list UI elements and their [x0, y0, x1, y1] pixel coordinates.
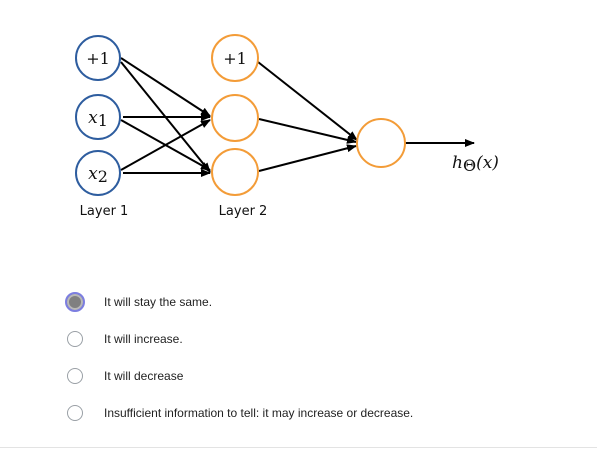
answer-option-label: It will stay the same.: [104, 295, 213, 310]
layer1-label: Layer 1: [80, 204, 129, 219]
hidden-node-2: [211, 148, 259, 196]
input-node-x2-circle: [75, 150, 121, 196]
input-node-x2-label: x2: [88, 164, 108, 186]
answer-options: It will stay the same. It will increase.…: [62, 284, 582, 431]
answer-option-label: It will increase.: [104, 332, 183, 347]
hidden-node-bias: +1: [211, 34, 259, 82]
input-node-x1: x1: [75, 94, 121, 140]
output-label-h: h: [452, 153, 463, 173]
input-node-x1-label: x1: [88, 108, 108, 130]
divider: [0, 447, 597, 448]
input-node-bias: +1: [75, 35, 121, 81]
input-node-x2-sub: 2: [98, 167, 108, 186]
edges-layer1-to-layer2: [120, 57, 211, 177]
radio-button-selected[interactable]: [65, 292, 85, 313]
edge-hidden1-to-output: [258, 118, 357, 144]
hidden-node-bias-label: +1: [223, 49, 247, 68]
answer-option-label: Insufficient information to tell: it may…: [104, 405, 414, 420]
edge-bias1-to-hidden1: [120, 57, 211, 117]
edges-layer2-to-output: [257, 61, 475, 172]
output-node: [356, 118, 406, 168]
edge-x2-to-hidden1: [120, 119, 211, 171]
input-node-bias-label: +1: [86, 49, 110, 68]
input-node-x2-var: x: [88, 164, 98, 184]
input-node-x1-sub: 1: [98, 111, 108, 130]
layer1-nodes: +1 x1 x2 Layer 1: [75, 35, 129, 219]
edge-hidden2-to-output: [258, 144, 357, 172]
edge-bias2-to-output: [257, 61, 358, 141]
answer-option-insufficient-info[interactable]: Insufficient information to tell: it may…: [62, 394, 582, 431]
answer-option-label: It will decrease: [104, 368, 184, 383]
answer-option-decrease[interactable]: It will decrease: [62, 358, 582, 395]
input-node-bias-circle: [75, 35, 121, 81]
answer-option-stay-same[interactable]: It will stay the same.: [62, 284, 582, 321]
radio-button[interactable]: [67, 404, 83, 421]
input-node-x1-circle: [75, 94, 121, 140]
hidden-node-1: [211, 94, 259, 142]
answer-option-increase[interactable]: It will increase.: [62, 321, 582, 358]
output-label-theta: Θ: [463, 156, 476, 175]
input-node-x1-var: x: [88, 108, 98, 128]
output-node-group: hΘ(x): [356, 118, 499, 175]
layer2-label: Layer 2: [219, 204, 268, 219]
radio-button[interactable]: [67, 331, 83, 348]
radio-button[interactable]: [67, 367, 83, 384]
output-label: hΘ(x): [452, 153, 499, 175]
output-label-args: (x): [476, 153, 499, 173]
layer2-nodes: +1 Layer 2: [211, 34, 268, 219]
hidden-node-bias-circle: [211, 34, 259, 82]
input-node-x2: x2: [75, 150, 121, 196]
neural-network-diagram: +1 x1 x2 Layer 1 +1 Layer 2 hΘ(x): [75, 34, 499, 219]
